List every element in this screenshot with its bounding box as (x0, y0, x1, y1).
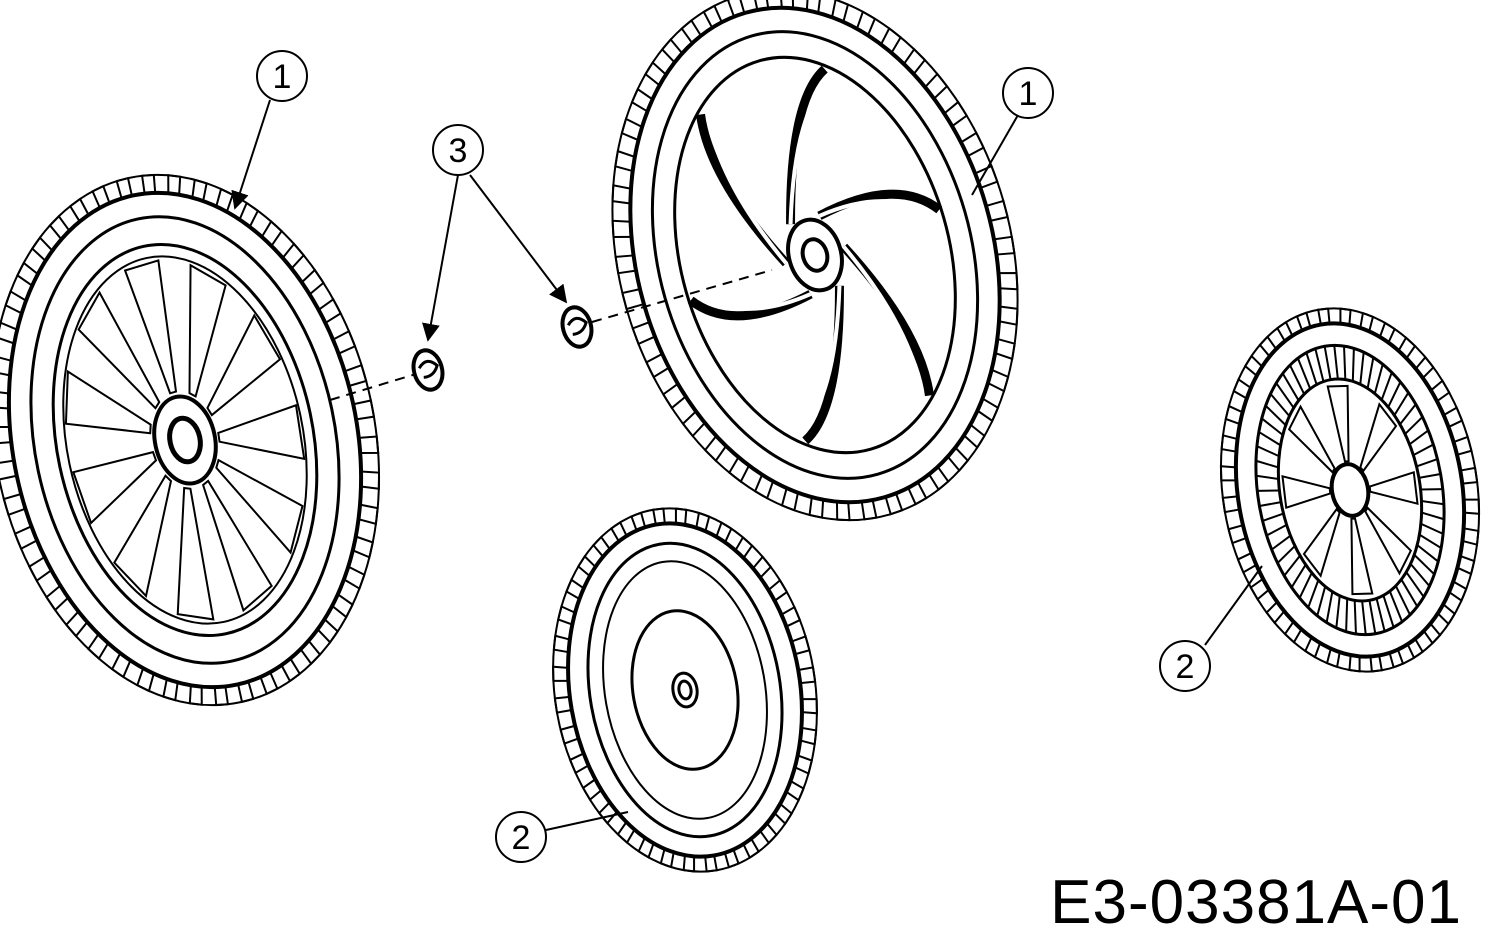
rear-wheel-left (0, 173, 381, 707)
tire-tread (552, 507, 818, 873)
rear-wheel-right (611, 0, 1019, 522)
wheel-hub (152, 394, 218, 486)
wheel-cap (630, 609, 740, 771)
tire-tread (0, 173, 381, 707)
leader-line-3b (469, 174, 568, 304)
callout-1-right: 1 (1002, 67, 1054, 119)
callout-3: 3 (432, 124, 484, 176)
callout-2-bottom: 2 (495, 811, 547, 863)
wheel-spokes (64, 259, 306, 621)
tire-tread (1219, 307, 1481, 673)
callout-1-left: 1 (256, 50, 308, 102)
axle-cap-right (560, 305, 594, 349)
wheel-hub (1329, 462, 1371, 518)
rim-ribs (1255, 345, 1445, 635)
leader-line-3a (422, 174, 459, 342)
wheel-vanes (688, 65, 942, 445)
leader-line-2-bottom (545, 811, 629, 831)
wheel-hub (786, 217, 844, 293)
front-wheel-center (552, 507, 818, 873)
svg-text:3: 3 (449, 132, 468, 170)
axle-line-right (591, 269, 773, 323)
svg-text:2: 2 (1176, 648, 1195, 686)
leader-line-1-left (231, 99, 271, 210)
leader-line-1-right (971, 114, 1019, 196)
axle-cap-left (411, 348, 445, 392)
front-wheel-right (1219, 307, 1481, 673)
svg-text:1: 1 (1019, 75, 1038, 113)
leader-line-2-right (1204, 565, 1263, 646)
callout-2-right: 2 (1159, 640, 1211, 692)
svg-text:1: 1 (273, 58, 292, 96)
drawing-code: E3-03381A-01 (1050, 868, 1462, 937)
svg-text:2: 2 (512, 819, 531, 857)
axle-line-left (329, 373, 417, 401)
tire-tread (611, 0, 1019, 522)
